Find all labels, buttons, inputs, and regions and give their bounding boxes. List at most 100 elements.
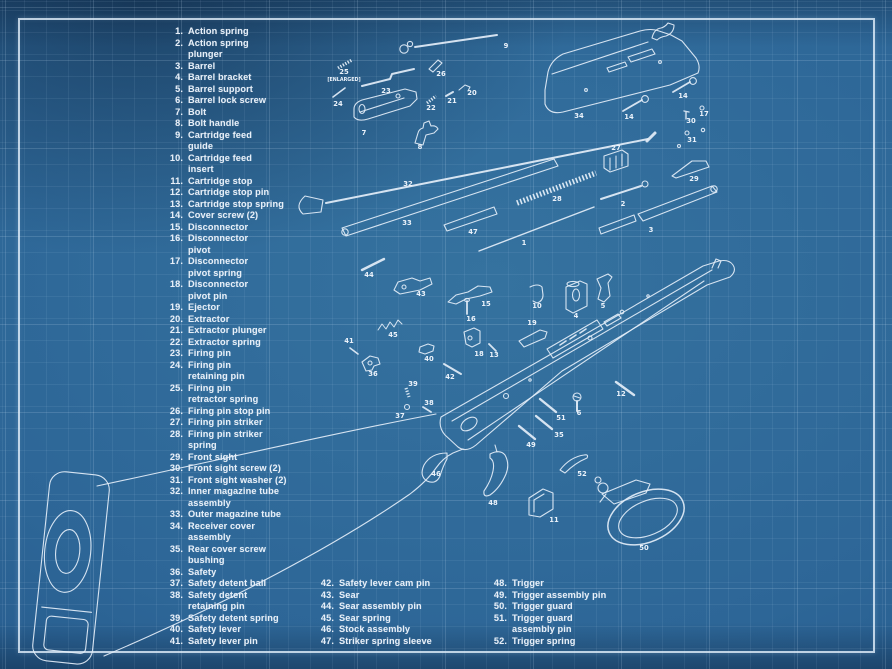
part-label: Stock assembly <box>339 624 411 634</box>
part-callout: 7 <box>362 129 367 137</box>
part-front-sight-washer <box>684 130 690 136</box>
part-trigger-guard-assembly-pin <box>538 397 558 414</box>
part-safety-lever-cam-pin <box>443 363 462 375</box>
parts-list-item: 19.Ejector <box>161 302 303 314</box>
part-label: Ejector <box>188 302 220 312</box>
parts-list-item: 12.Cartridge stop pin <box>161 187 303 199</box>
part-number: 7. <box>175 106 183 117</box>
parts-list-item: 11.Cartridge stop <box>161 176 303 188</box>
part-number: 47. <box>320 635 334 646</box>
part-callout: 34 <box>574 112 584 120</box>
part-callout: 10 <box>532 302 542 310</box>
part-cartridge-feed-guide <box>414 34 498 48</box>
part-rear-cover-screw-bushing <box>534 414 554 431</box>
part-callout: 13 <box>489 351 499 359</box>
part-number: 1. <box>175 26 183 36</box>
part-callout: 6 <box>577 409 582 417</box>
part-callout: 12 <box>616 390 626 398</box>
part-callout: 14 <box>678 92 688 100</box>
part-label: Front sight washer (2) <box>188 474 287 485</box>
part-callout: 4 <box>574 312 579 320</box>
part-number: 41. <box>169 635 183 646</box>
part-barrel-bracket <box>565 280 588 314</box>
part-extractor-plunger <box>445 91 454 97</box>
part-callout: 30 <box>686 117 696 125</box>
part-label: Cartridge stop pin <box>188 187 270 197</box>
part-cartridge-stop <box>528 488 554 518</box>
part-number: 23. <box>169 348 183 358</box>
part-label: Trigger <box>512 578 544 588</box>
part-retractor-spring <box>337 58 353 70</box>
part-front-sight-screw <box>683 110 690 120</box>
part-label: Trigger assembly pin <box>512 589 607 600</box>
part-trigger-guard <box>594 476 685 546</box>
part-callout: 50 <box>639 544 649 552</box>
part-safety <box>361 355 381 372</box>
part-label: Striker spring sleeve <box>339 635 432 646</box>
part-number: 39. <box>169 612 183 623</box>
parts-list-item: 47. Striker spring sleeve <box>312 636 482 648</box>
sight-and-screw-parts <box>603 77 710 179</box>
part-action-spring <box>478 206 595 252</box>
part-callout: 28 <box>552 195 562 203</box>
parts-list-item: 13.Cartridge stop spring <box>161 199 303 211</box>
parts-list-item: 30.Front sight screw (2) <box>161 463 303 475</box>
part-callout: 31 <box>687 136 697 144</box>
part-sear <box>393 277 433 295</box>
part-callout: 22 <box>426 104 436 112</box>
part-callout: 49 <box>526 441 536 449</box>
part-label: Firing pin striker <box>188 417 263 427</box>
stock-belly-line <box>103 448 464 657</box>
parts-list-item: 4.Barrel bracket <box>161 72 303 84</box>
part-cover-screw-1 <box>622 99 643 112</box>
part-callout: 11 <box>549 516 559 524</box>
part-number: 17. <box>169 256 183 266</box>
part-callout: 52 <box>577 470 587 478</box>
part-callout: 3 <box>649 226 654 234</box>
part-label: Firing pin <box>188 348 232 358</box>
part-pivot-spring <box>699 105 705 111</box>
stock-comb-line <box>96 413 437 487</box>
part-number: 5. <box>175 83 183 94</box>
cover-handle <box>651 22 675 41</box>
part-callout: 29 <box>689 175 699 183</box>
ejection-port <box>546 319 604 359</box>
enlarged-note: [ENLARGED] <box>327 77 360 83</box>
part-callout: 5 <box>601 302 606 310</box>
part-barrel-rear <box>598 214 637 235</box>
grip-curl <box>421 452 448 483</box>
part-label: Safety detent spring <box>188 612 279 623</box>
part-callout: 21 <box>447 97 457 105</box>
part-cartridge-stop-pin <box>614 380 636 397</box>
part-label: Safety lever pin <box>188 635 258 646</box>
part-callout: 9 <box>504 42 509 50</box>
part-safety-detent-ball <box>403 403 411 411</box>
part-callout: 40 <box>424 355 434 363</box>
part-callout: 23 <box>381 87 391 95</box>
part-number: 49. <box>493 589 507 600</box>
part-label: Front sight screw (2) <box>188 463 281 473</box>
parts-list-item: 39. Safety detent spring <box>161 613 303 625</box>
part-safety-lever-pin <box>349 347 359 355</box>
parts-list-item: 40.Safety lever <box>161 624 303 636</box>
part-number: 27. <box>169 417 183 427</box>
part-number: 51. <box>493 612 507 623</box>
part-striker-spring <box>516 170 597 206</box>
part-number: 20. <box>169 313 183 324</box>
part-callout: 2 <box>621 200 626 208</box>
part-number: 4. <box>175 72 183 82</box>
part-callout: 26 <box>436 70 446 78</box>
